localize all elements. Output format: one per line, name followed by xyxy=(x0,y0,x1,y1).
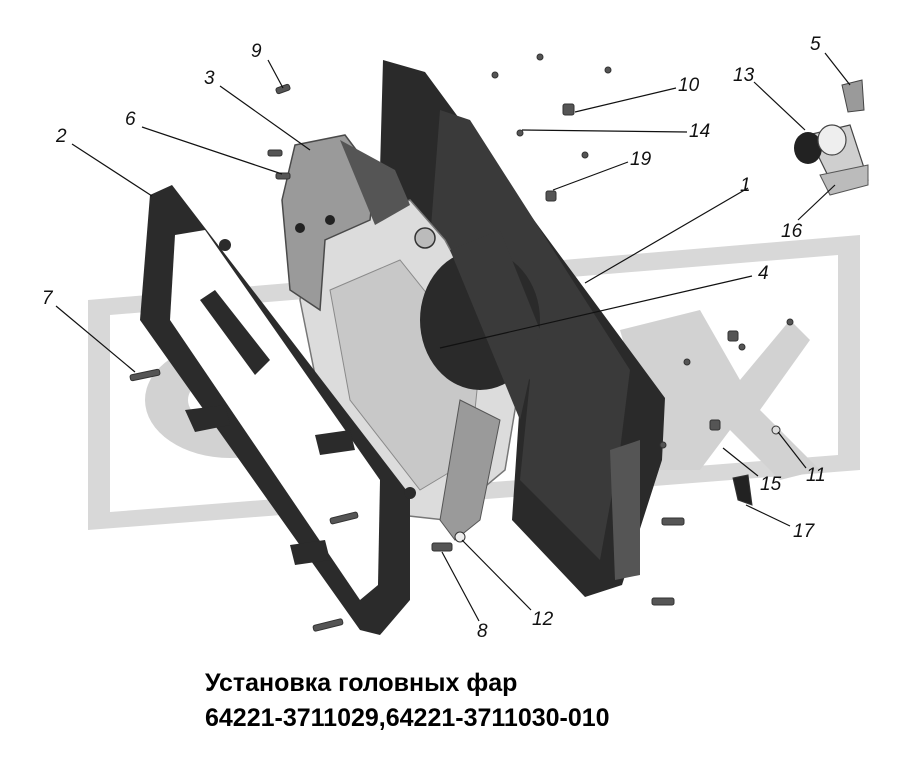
bolt-17b xyxy=(651,597,675,606)
callout-17: 17 xyxy=(793,521,815,542)
bolt-7 xyxy=(129,368,161,382)
caption-codes: 64221-3711029,64221-3711030-010 xyxy=(205,704,610,732)
callout-2: 2 xyxy=(56,126,67,147)
caption-title: Установка головных фар xyxy=(205,669,518,697)
callout-4: 4 xyxy=(758,263,769,284)
nut-19 xyxy=(545,190,557,202)
callout-9: 9 xyxy=(251,41,262,62)
fasteners xyxy=(129,53,794,632)
washer-12 xyxy=(454,531,466,543)
callout-7: 7 xyxy=(42,288,53,309)
callout-11: 11 xyxy=(806,465,826,486)
callout-10: 10 xyxy=(678,75,700,96)
callout-6: 6 xyxy=(125,109,136,130)
part-2-front-frame xyxy=(140,185,416,635)
leader-lines xyxy=(55,52,851,622)
clip-17 xyxy=(732,474,753,506)
callout-16: 16 xyxy=(781,221,803,242)
bolt-6b xyxy=(275,172,291,180)
callout-13: 13 xyxy=(733,65,755,86)
callout-3: 3 xyxy=(204,68,215,89)
bolt-8 xyxy=(431,542,453,552)
part-3-upper-bracket xyxy=(281,134,436,312)
bolt-17 xyxy=(661,517,685,526)
callout-14: 14 xyxy=(689,121,711,142)
bolt-2 xyxy=(329,511,359,525)
callout-8: 8 xyxy=(477,621,488,642)
bolt-9 xyxy=(275,83,291,95)
callout-5: 5 xyxy=(810,34,821,55)
nut-15 xyxy=(709,419,721,431)
bolt-6 xyxy=(267,149,283,157)
nut-right xyxy=(727,330,739,342)
callout-1: 1 xyxy=(740,175,751,196)
callout-12: 12 xyxy=(532,609,554,630)
nut-10 xyxy=(562,103,575,116)
part-13-16-side-mount xyxy=(794,79,869,196)
callout-19: 19 xyxy=(630,149,652,170)
bolt-2b xyxy=(312,618,344,632)
callout-15: 15 xyxy=(760,474,782,495)
